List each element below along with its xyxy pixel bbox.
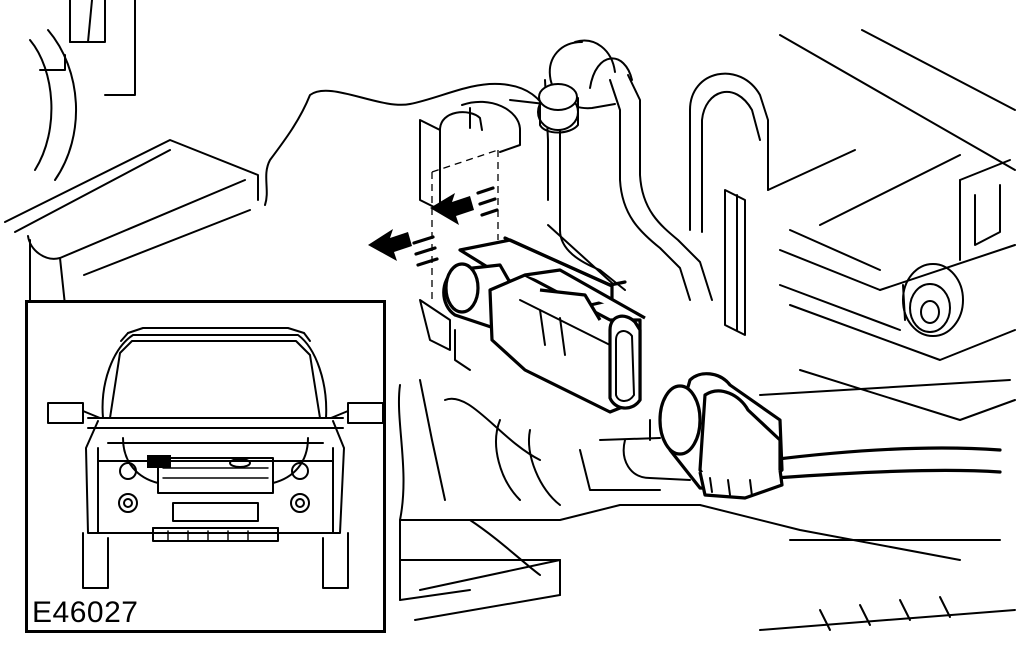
figure-id-label: E46027 <box>32 596 139 629</box>
location-marker-icon <box>147 455 171 468</box>
junction-box <box>4 139 259 306</box>
connector-socket <box>442 224 646 414</box>
vehicle-front-icon <box>47 327 383 589</box>
lower-structure <box>397 299 1016 631</box>
panel-edge <box>264 82 549 206</box>
arrow-in-icon <box>430 186 499 225</box>
bracket-with-stud <box>544 39 713 301</box>
right-panel <box>689 29 1016 421</box>
stud-bolt <box>537 83 579 134</box>
grommet <box>902 263 964 337</box>
connector-plug <box>658 372 1002 500</box>
arrow-out-icon <box>368 229 439 267</box>
upper-left-component <box>29 0 136 181</box>
location-inset: E46027 <box>25 300 386 633</box>
